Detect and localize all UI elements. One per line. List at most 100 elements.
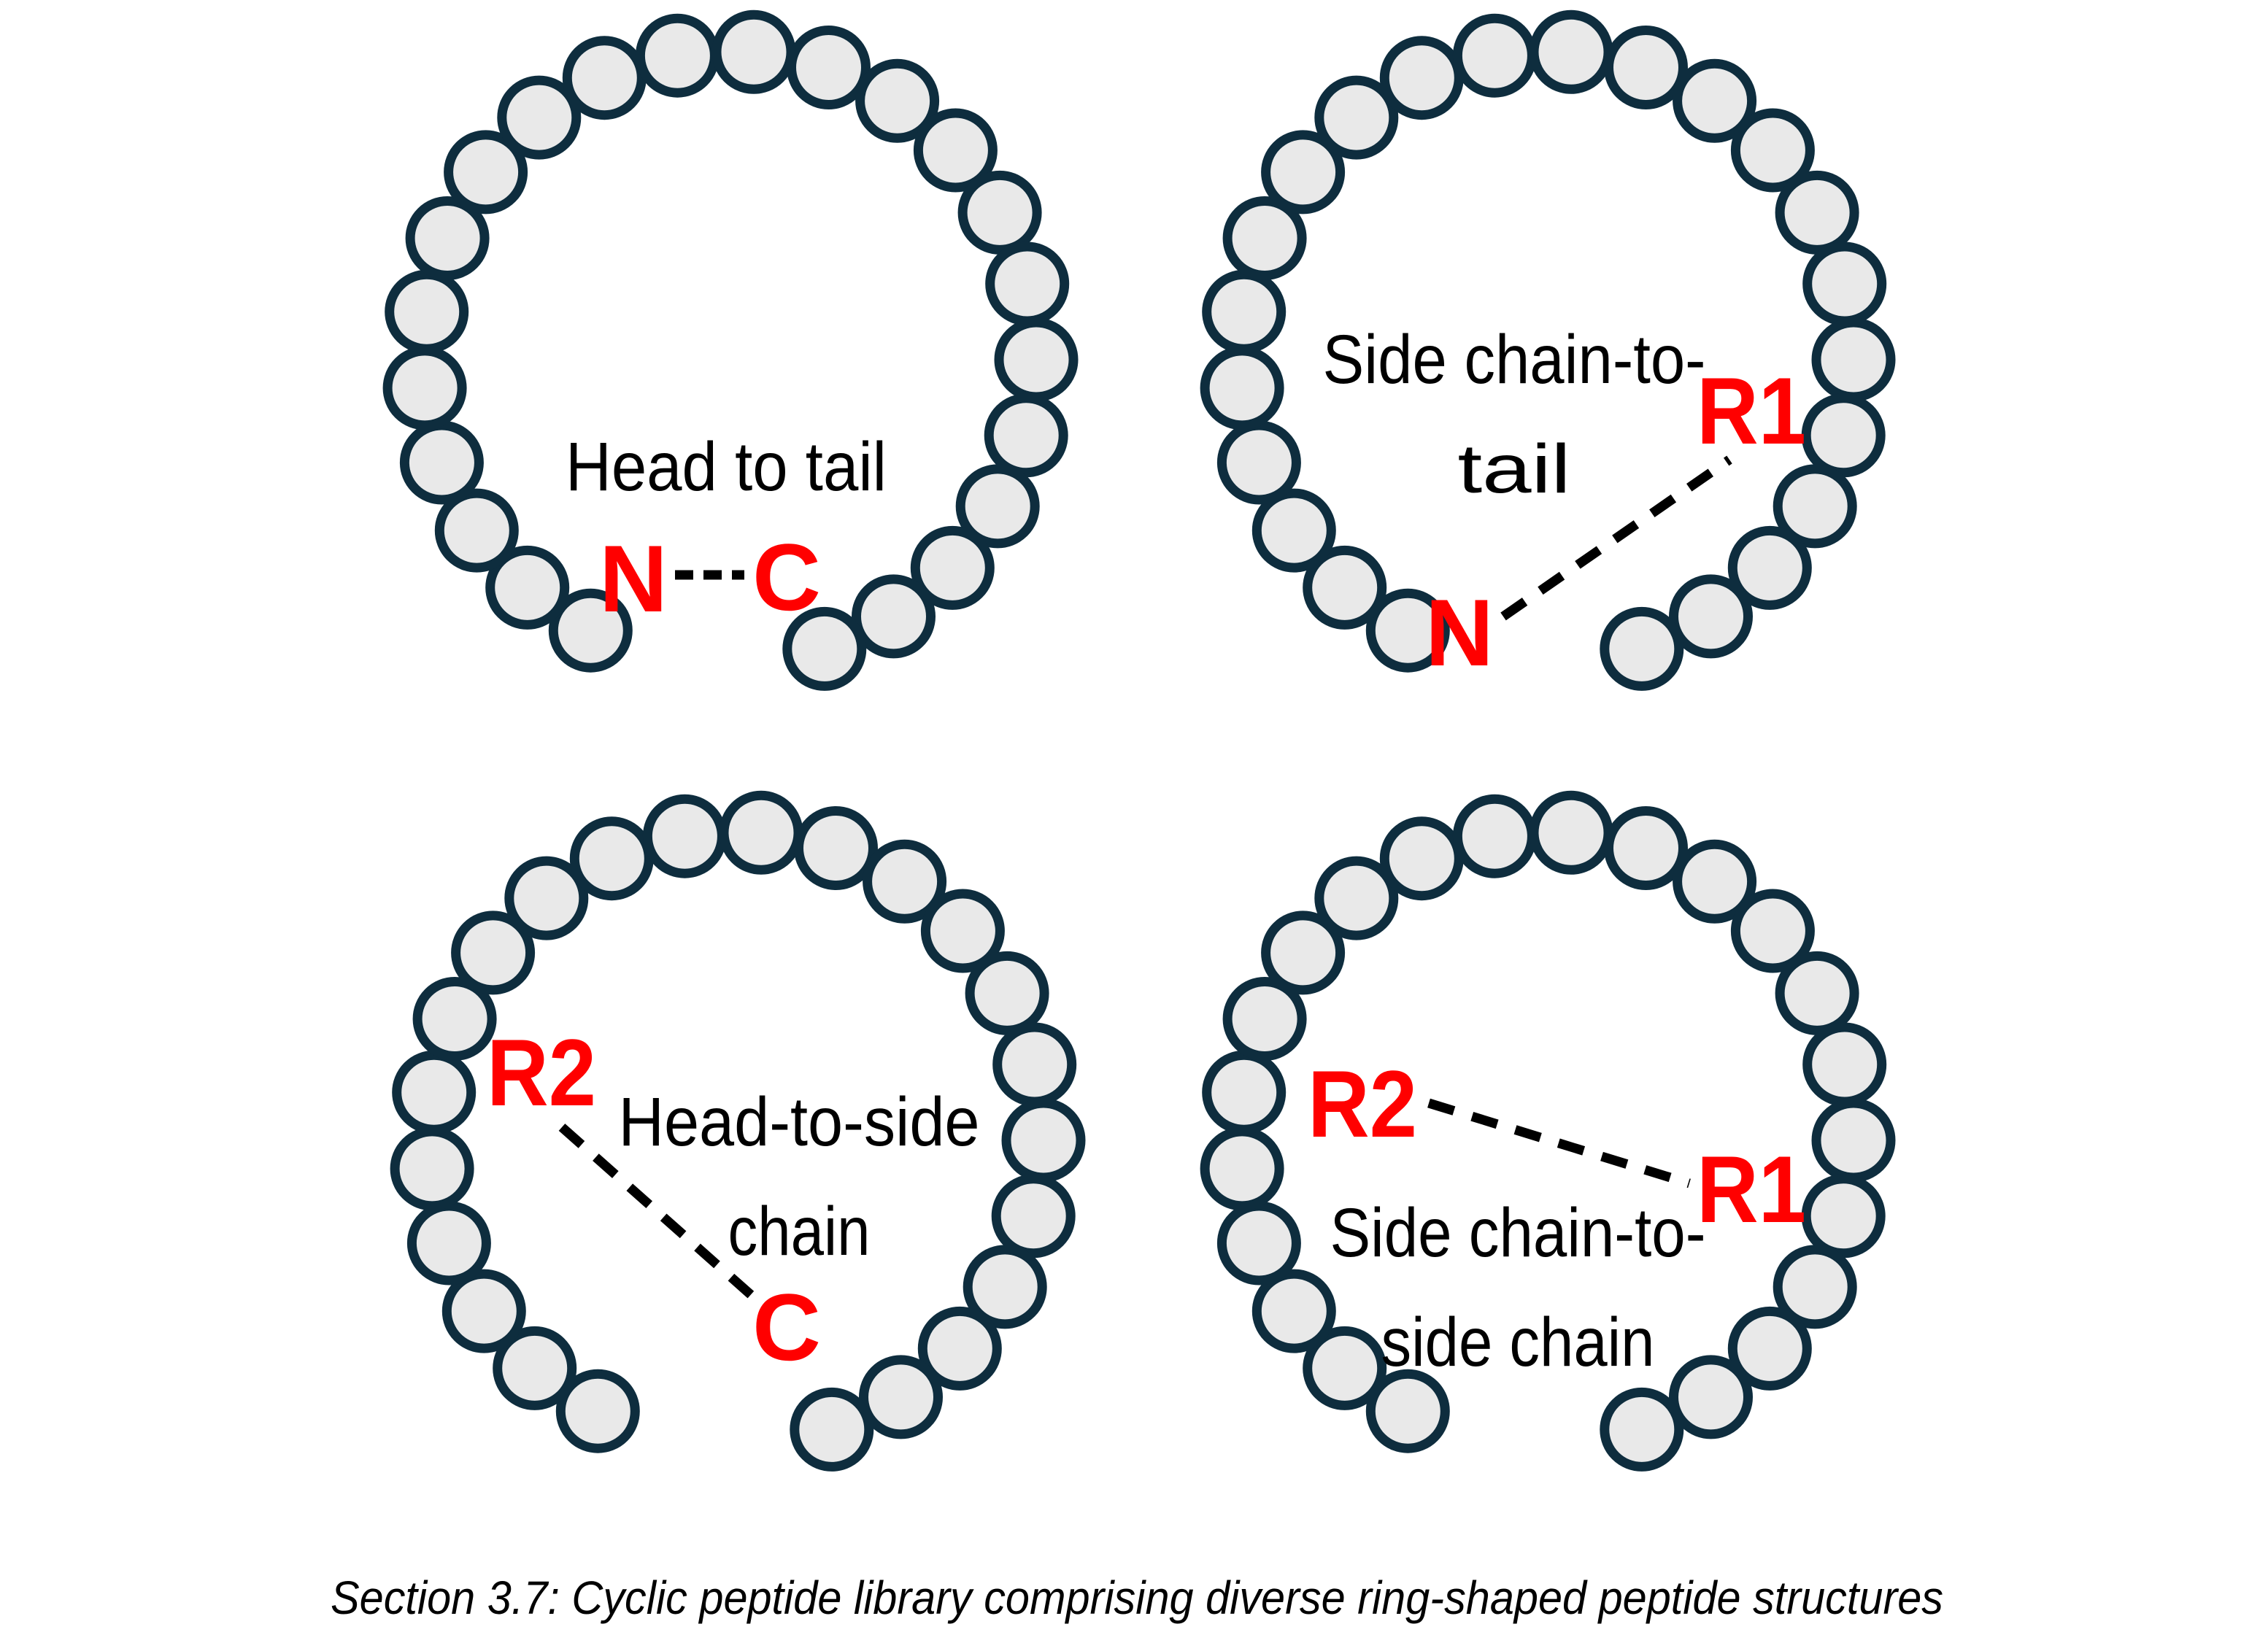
peptide-bead <box>984 393 1068 478</box>
peptide-bead <box>1452 794 1537 878</box>
peptide-bead <box>1261 911 1346 995</box>
terminus-label-r2: R2 <box>487 1019 596 1126</box>
peptide-bead <box>1200 346 1284 430</box>
peptide-bead <box>1216 420 1301 505</box>
diagram-title-line: Head to tail <box>566 428 887 506</box>
peptide-bead <box>441 1269 526 1353</box>
peptide-bead <box>794 806 878 890</box>
peptide-bead <box>985 241 1070 326</box>
peptide-bead <box>1727 525 1812 610</box>
peptide-bead <box>1202 269 1287 354</box>
peptide-bead <box>1673 58 1757 143</box>
peptide-bead <box>852 574 936 659</box>
peptide-bead <box>1314 75 1399 160</box>
peptide-bead <box>1452 13 1537 98</box>
peptide-bead <box>1314 856 1399 940</box>
peptide-bead <box>493 1326 577 1410</box>
peptide-bead <box>1200 1126 1284 1211</box>
peptide-bead <box>1529 9 1613 94</box>
peptide-bead <box>1802 241 1887 326</box>
peptide-bead <box>451 911 536 995</box>
peptide-bead <box>1730 108 1815 193</box>
peptide-bead <box>992 1022 1077 1107</box>
peptide-bead <box>719 790 803 875</box>
peptide-bead <box>406 1201 491 1286</box>
peptide-bead <box>1365 588 1450 673</box>
peptide-bead <box>434 488 519 573</box>
peptide-bead <box>711 9 796 94</box>
peptide-bead <box>855 58 940 143</box>
peptide-bead <box>635 13 720 98</box>
peptide-bead <box>920 889 1005 973</box>
peptide-bead <box>917 1306 1002 1391</box>
diagram-title-line: side chain <box>1381 1304 1655 1381</box>
peptide-bead <box>569 816 654 901</box>
peptide-bead <box>385 269 469 354</box>
peptide-bead <box>1222 196 1307 280</box>
terminus-label-c: C <box>752 1274 821 1380</box>
peptide-bead <box>412 977 497 1061</box>
peptide-bead <box>1251 1269 1336 1353</box>
diagram-title-line: Side chain-to- <box>1330 1194 1706 1272</box>
peptide-bead <box>991 1174 1076 1259</box>
peptide-bead <box>399 420 484 505</box>
peptide-bead <box>562 36 647 120</box>
peptide-bead <box>392 1050 477 1134</box>
figure-caption: Section 3.7: Cyclic peptide library comp… <box>331 1572 1943 1624</box>
peptide-bead <box>485 545 570 630</box>
peptide-bead <box>1775 170 1859 255</box>
peptide-bead <box>955 464 1040 549</box>
peptide-bead <box>1811 1098 1896 1183</box>
peptide-bead <box>504 856 589 940</box>
peptide-bead <box>965 951 1049 1035</box>
peptide-bead <box>497 75 582 160</box>
peptide-bead <box>1379 36 1464 120</box>
peptide-bead <box>1001 1098 1086 1183</box>
bond-dashed-line <box>1500 455 1732 621</box>
diagram-side-chain-to-tail: Side chain-to-tail R1N <box>1200 9 1896 691</box>
peptide-bead <box>1802 1022 1887 1107</box>
peptide-bead <box>1365 1369 1450 1453</box>
terminus-label-n: N <box>599 525 668 632</box>
peptide-bead <box>1669 1355 1753 1439</box>
peptide-bead <box>787 26 871 109</box>
terminus-label-r1: R1 <box>1697 1136 1806 1242</box>
peptide-bead <box>913 108 998 193</box>
terminus-label-n: N <box>1425 579 1494 686</box>
peptide-bead <box>1202 1050 1287 1134</box>
peptide-bead <box>1773 464 1857 549</box>
peptide-bead <box>1730 889 1815 973</box>
peptide-bead <box>1801 1174 1886 1259</box>
peptide-bead <box>1529 790 1613 875</box>
terminus-label-r1: R1 <box>1697 357 1806 464</box>
diagram-title-line: chain <box>728 1193 871 1270</box>
peptide-bead <box>1303 1326 1387 1410</box>
diagram-title-line: Side chain-to- <box>1323 321 1706 398</box>
peptide-bead <box>1604 26 1688 109</box>
peptide-bead <box>555 1369 640 1453</box>
peptide-bead <box>1727 1306 1812 1391</box>
peptide-bead <box>1669 574 1753 659</box>
peptide-bead <box>1379 816 1464 901</box>
peptide-bead <box>1811 317 1896 402</box>
peptide-bead <box>859 1355 943 1439</box>
peptide-bead <box>1216 1201 1301 1286</box>
peptide-bead <box>963 1245 1047 1329</box>
peptide-bead <box>1775 951 1859 1035</box>
peptide-bead <box>1773 1245 1857 1329</box>
peptide-bead <box>994 317 1079 402</box>
diagram-title-line: tail <box>1458 430 1571 508</box>
peptide-bead <box>1673 839 1757 924</box>
peptide-bead <box>548 588 633 673</box>
peptide-bead <box>1604 806 1688 890</box>
peptide-bead <box>382 346 467 430</box>
terminus-label-r2: R2 <box>1308 1051 1417 1157</box>
peptide-bead <box>910 525 995 610</box>
peptide-bead <box>790 1387 874 1472</box>
peptide-bead <box>642 794 727 878</box>
